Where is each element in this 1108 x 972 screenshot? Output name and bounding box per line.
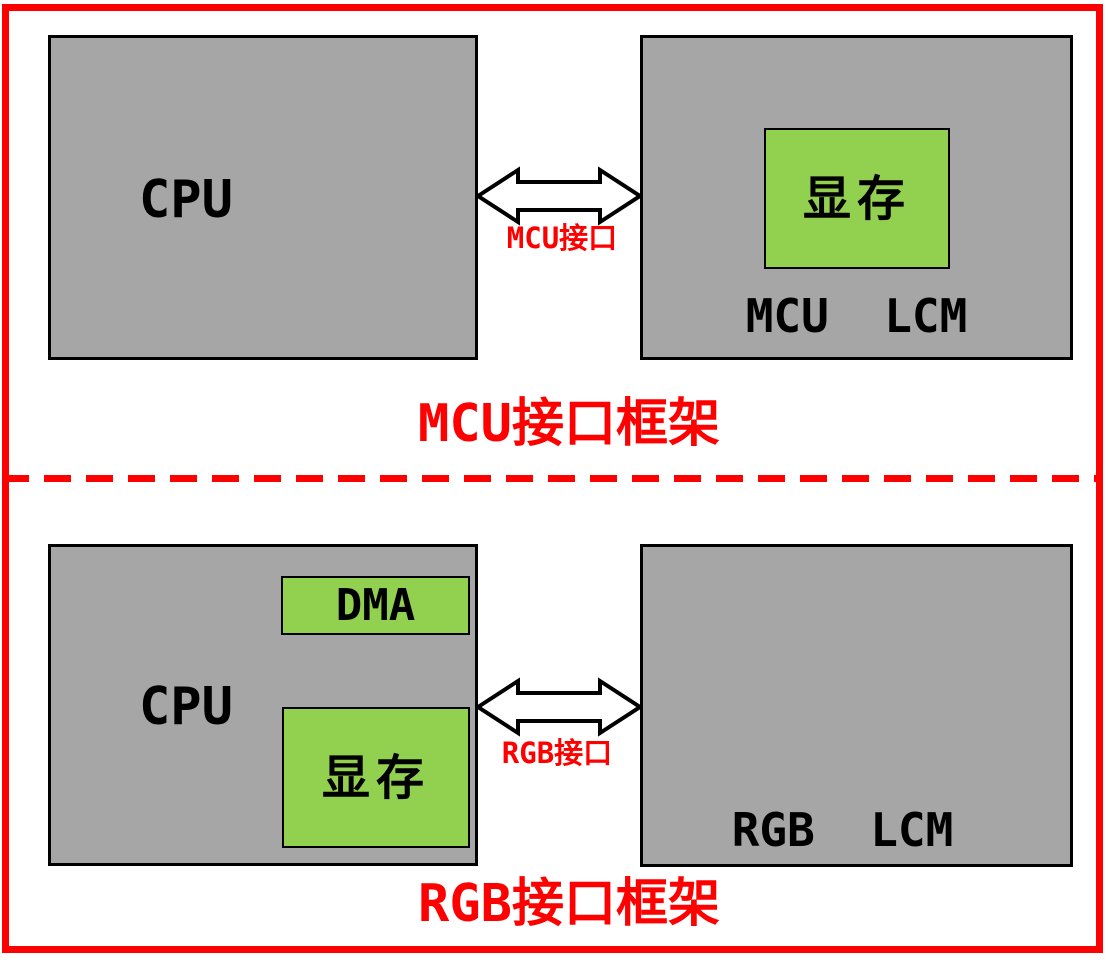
mcu-interface-arrow bbox=[476, 166, 642, 226]
mcu-framework-caption: MCU接口框架 bbox=[418, 394, 720, 454]
rgb-lcm-label: RGB LCM bbox=[731, 803, 954, 857]
mcu-interface-label: MCU接口 bbox=[506, 221, 618, 255]
mcu-lcm-vram-box: 显存 bbox=[764, 128, 950, 269]
rgb-cpu-box: CPU DMA 显存 bbox=[48, 544, 478, 866]
rgb-cpu-label: CPU bbox=[139, 677, 233, 737]
mcu-lcm-label: MCU LCM bbox=[745, 289, 968, 343]
mcu-lcm-box: 显存 MCU LCM bbox=[640, 35, 1073, 360]
rgb-cpu-vram-label: 显存 bbox=[321, 749, 430, 806]
mcu-cpu-box: CPU bbox=[48, 35, 478, 360]
rgb-cpu-vram-box: 显存 bbox=[282, 707, 470, 848]
mcu-lcm-vram-label: 显存 bbox=[802, 170, 911, 227]
section-divider-dashed-line bbox=[2, 475, 1103, 482]
rgb-cpu-dma-box: DMA bbox=[281, 576, 470, 635]
rgb-framework-caption: RGB接口框架 bbox=[418, 874, 720, 934]
rgb-interface-label: RGB接口 bbox=[501, 736, 613, 770]
rgb-cpu-dma-label: DMA bbox=[335, 579, 416, 631]
mcu-cpu-label: CPU bbox=[139, 170, 233, 230]
rgb-lcm-box: RGB LCM bbox=[640, 544, 1073, 867]
rgb-interface-arrow bbox=[476, 677, 642, 737]
